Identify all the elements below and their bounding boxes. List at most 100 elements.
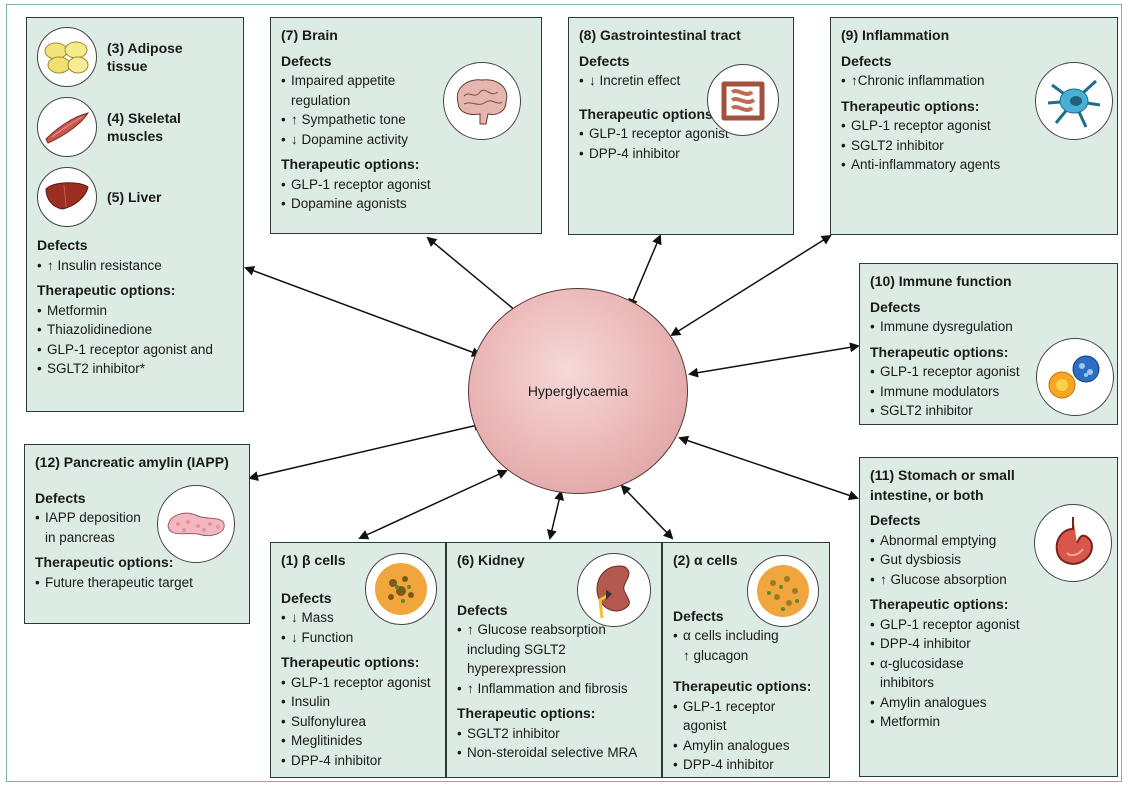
- list-item: ↓ Mass: [281, 608, 435, 628]
- brain-therapeutic-list: GLP-1 receptor agonist Dopamine agonists: [281, 175, 531, 214]
- list-item: Insulin: [281, 692, 435, 712]
- arrow-immune: [688, 342, 860, 378]
- left-defects-list: ↑ Insulin resistance: [37, 256, 233, 276]
- list-item: DPP-4 inhibitor: [870, 634, 1000, 654]
- list-item: Thiazolidinedione: [37, 320, 233, 340]
- stomach-defects-heading: Defects: [870, 512, 921, 528]
- arrow-kidney: [546, 490, 565, 540]
- adipose-icon: [37, 27, 97, 87]
- inflammation-therapeutic-heading: Therapeutic options:: [841, 97, 980, 114]
- list-item: ↓ Incretin effect: [579, 71, 783, 91]
- list-item: GLP-1 receptor agonist: [870, 615, 1020, 635]
- list-item: ↑ Inflammation and fibrosis: [457, 679, 651, 699]
- list-item: SGLT2 inhibitor: [870, 401, 1107, 421]
- box-inflammation: (9) Inflammation Defects ↑Chronic inflam…: [830, 17, 1118, 235]
- list-item: GLP-1 receptor agonist: [281, 673, 435, 693]
- stomach-therapeutic-heading: Therapeutic options:: [870, 596, 1009, 612]
- liver-label: (5) Liver: [107, 189, 162, 205]
- beta-therapeutic-list: GLP-1 receptor agonist Insulin Sulfonylu…: [281, 673, 435, 771]
- arrow-amylin: [248, 420, 484, 482]
- list-item: Metformin: [37, 301, 233, 321]
- box-stomach-small-intestine: (11) Stomach or small intestine, or both…: [859, 457, 1118, 777]
- list-item: Metformin: [870, 712, 1000, 732]
- hyperglycaemia-label: Hyperglycaemia: [527, 383, 629, 399]
- intestine-icon: [707, 64, 779, 136]
- list-item: Amylin analogues: [673, 736, 819, 756]
- arrow-gi: [628, 234, 662, 309]
- list-item: GLP-1 receptor agonist: [870, 362, 1107, 382]
- list-item: SGLT2 inhibitor: [841, 136, 1107, 156]
- brain-defects-list: Impaired appetite regulation ↑ Sympathet…: [281, 71, 431, 149]
- alpha-defects-list: α cells including ↑ glucagon: [673, 626, 783, 665]
- list-item: DPP-4 inhibitor: [281, 751, 435, 771]
- beta-title: (1) β cells: [281, 552, 346, 568]
- beta-defects-list: ↓ Mass ↓ Function: [281, 608, 435, 647]
- list-item: Gut dysbiosis: [870, 550, 1107, 570]
- list-item: Sulfonylurea: [281, 712, 435, 732]
- muscle-label-2: muscles: [107, 128, 164, 144]
- list-item: GLP-1 receptor agonist and: [37, 340, 233, 360]
- inflammation-defects-list: ↑Chronic inflammation: [841, 71, 1107, 91]
- gi-therapeutic-list: GLP-1 receptor agonist DPP-4 inhibitor: [579, 124, 783, 163]
- hyperglycaemia-node: Hyperglycaemia: [468, 288, 688, 494]
- list-item: Future therapeutic target: [35, 573, 239, 593]
- list-item: Amylin analogues: [870, 693, 1000, 713]
- pancreas-icon: [157, 485, 235, 563]
- list-item: DPP-4 inhibitor: [673, 755, 819, 775]
- box-brain: (7) Brain Defects Impaired appetite regu…: [270, 17, 542, 234]
- alpha-title: (2) α cells: [673, 552, 738, 568]
- list-item: ↑Chronic inflammation: [841, 71, 1107, 91]
- list-item: Anti-inflammatory agents: [841, 155, 1107, 175]
- list-item: Impaired appetite regulation: [281, 71, 431, 110]
- box-immune-function: (10) Immune function Defects Immune dysr…: [859, 263, 1118, 425]
- list-item: ↑ Insulin resistance: [37, 256, 233, 276]
- brain-title: (7) Brain: [281, 27, 338, 43]
- stomach-defects-list: Abnormal emptying Gut dysbiosis ↑ Glucos…: [870, 531, 1107, 590]
- organ-liver: (5) Liver: [37, 166, 233, 228]
- beta-defects-heading: Defects: [281, 589, 332, 606]
- amylin-defects-list: IAPP deposition in pancreas: [35, 508, 153, 547]
- left-therapeutic-list: Metformin Thiazolidinedione GLP-1 recept…: [37, 301, 233, 379]
- alpha-therapeutic-list: GLP-1 receptor agonist Amylin analogues …: [673, 697, 819, 775]
- list-item: Immune dysregulation: [870, 317, 1107, 337]
- amylin-defects-heading: Defects: [35, 489, 86, 506]
- box-pancreatic-amylin: (12) Pancreatic amylin (IAPP) Defects IA…: [24, 444, 250, 624]
- list-item: SGLT2 inhibitor: [457, 724, 651, 744]
- kidney-defects-list: ↑ Glucose reabsorption including SGLT2 h…: [457, 620, 651, 698]
- list-item-continuation: SGLT2 inhibitor*: [37, 359, 233, 379]
- list-item: Dopamine agonists: [281, 194, 531, 214]
- kidney-therapeutic-list: SGLT2 inhibitor Non-steroidal selective …: [457, 724, 651, 763]
- liver-icon: [37, 167, 97, 227]
- alpha-defects-heading: Defects: [673, 607, 724, 624]
- stomach-title: (11) Stomach or small intestine, or both: [870, 467, 1015, 503]
- immune-cell-icon: [1035, 62, 1113, 140]
- list-item: Meglitinides: [281, 731, 435, 751]
- list-item: α cells including ↑ glucagon: [673, 626, 783, 665]
- kidney-therapeutic-heading: Therapeutic options:: [457, 705, 596, 721]
- arrow-stomach: [678, 435, 859, 501]
- immune-cells-icon: [1036, 338, 1114, 416]
- inflammation-defects-heading: Defects: [841, 52, 892, 69]
- gi-defects-list: ↓ Incretin effect: [579, 71, 783, 91]
- box-kidney: (6) Kidney Defects ↑ Glucose reabsorptio…: [446, 542, 662, 778]
- list-item: ↑ Sympathetic tone: [281, 110, 431, 130]
- left-defects-heading: Defects: [37, 237, 88, 253]
- amylin-therapeutic-list: Future therapeutic target: [35, 573, 239, 593]
- list-item: α-glucosidase inhibitors: [870, 654, 1000, 693]
- arrow-liver: [244, 266, 482, 357]
- alpha-islet-icon: [747, 555, 819, 627]
- list-item: ↑ Glucose reabsorption including SGLT2 h…: [457, 620, 651, 679]
- list-item: GLP-1 receptor agonist: [579, 124, 783, 144]
- kidney-title: (6) Kidney: [457, 552, 525, 568]
- inflammation-title: (9) Inflammation: [841, 27, 950, 43]
- list-item: Non-steroidal selective MRA: [457, 743, 651, 763]
- box-beta-cells: (1) β cells Defects ↓ Mass ↓ Function Th…: [270, 542, 446, 778]
- kidney-defects-heading: Defects: [457, 601, 508, 618]
- beta-therapeutic-heading: Therapeutic options:: [281, 654, 420, 670]
- alpha-therapeutic-heading: Therapeutic options:: [673, 678, 812, 694]
- immune-defects-list: Immune dysregulation: [870, 317, 1107, 337]
- list-item: Abnormal emptying: [870, 531, 1107, 551]
